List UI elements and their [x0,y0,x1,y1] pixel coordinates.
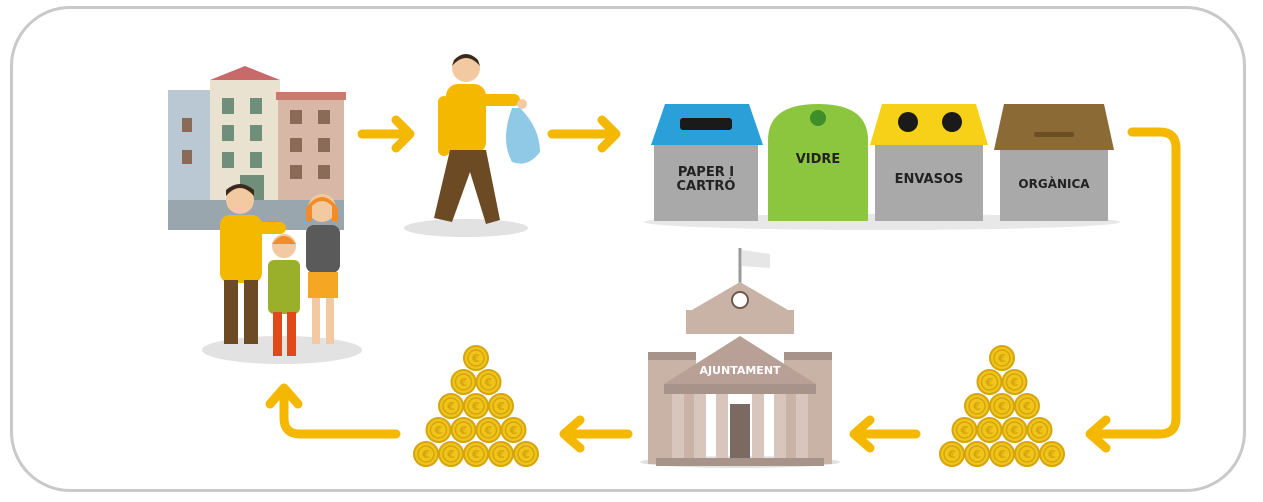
euro-coin-icon: € [1014,441,1040,467]
svg-text:€: € [1022,400,1031,413]
svg-text:€: € [960,424,969,437]
family-illustration [202,184,362,364]
euro-coin-icon: € [989,345,1015,371]
arrow-bins-to-coins [1085,127,1181,453]
svg-text:€: € [484,424,493,437]
euro-coin-icon: € [463,393,489,419]
arrow-coins-to-town-hall [849,415,921,453]
bin-organic: ORGÀNICA [994,104,1114,221]
svg-text:€: € [1010,376,1019,389]
bin-glass: VIDRE [768,104,868,221]
svg-text:€: € [459,424,468,437]
svg-text:€: € [997,352,1006,365]
town-hall-illustration: AJUNTAMENT [640,248,840,468]
arrow-buildings-to-person [357,115,415,153]
euro-coin-icon: € [976,417,1003,443]
svg-text:€: € [972,448,981,461]
arrow-town-hall-to-coins [559,415,633,453]
euro-coin-icon: € [1001,417,1028,443]
svg-text:€: € [947,448,956,461]
bin-paper-cardboard: PAPER I CARTRÓ [651,104,763,221]
euro-coin-icon: € [500,417,527,443]
svg-text:€: € [446,400,455,413]
town-hall-label: AJUNTAMENT [699,364,781,377]
svg-text:€: € [471,352,480,365]
svg-text:€: € [1010,424,1019,437]
euro-coin-icon: € [1026,417,1053,443]
bin-containers: ENVASOS [870,104,988,221]
flow-arrows [265,115,1181,453]
euro-coin-icon: € [976,369,1003,395]
euro-coin-icon: € [964,441,990,467]
svg-text:€: € [434,424,443,437]
euro-coin-icon: € [951,417,978,443]
euro-coin-icon: € [438,441,464,467]
euro-coin-icon: € [488,393,514,419]
bin-paper-label-line2: CARTRÓ [677,178,736,194]
euro-coin-icon: € [513,441,539,467]
svg-text:€: € [997,400,1006,413]
svg-text:€: € [484,376,493,389]
euro-coin-icon: € [463,345,489,371]
arrow-coins-to-family [265,383,401,439]
svg-text:€: € [985,376,994,389]
euro-coin-icon: € [475,417,502,443]
euro-coin-icon: € [1001,369,1028,395]
person-carrying-bag-illustration [404,54,540,237]
euro-coin-icon: € [989,393,1015,419]
svg-text:€: € [421,448,430,461]
euro-coin-icon: € [1014,393,1040,419]
svg-text:€: € [446,448,455,461]
svg-text:€: € [1047,448,1056,461]
svg-text:€: € [471,400,480,413]
euro-coin-icon: € [450,417,477,443]
bin-containers-label: ENVASOS [895,172,964,187]
svg-text:€: € [1035,424,1044,437]
euro-coin-icon: € [438,393,464,419]
svg-text:€: € [471,448,480,461]
svg-text:€: € [459,376,468,389]
svg-text:€: € [972,400,981,413]
euro-coin-icon: € [939,441,965,467]
euro-coin-icon: € [964,393,990,419]
bin-organic-label: ORGÀNICA [1018,176,1090,191]
svg-text:€: € [496,448,505,461]
svg-text:€: € [1022,448,1031,461]
euro-coin-icon: € [463,441,489,467]
svg-text:€: € [997,448,1006,461]
svg-text:€: € [985,424,994,437]
coin-pyramid-right: €€€€€€€€€€€€€€€ [939,345,1065,467]
bin-glass-label: VIDRE [796,152,841,167]
euro-coin-icon: € [475,369,502,395]
bin-paper-label-line1: PAPER I [678,165,734,180]
svg-text:€: € [521,448,530,461]
euro-coin-icon: € [1039,441,1065,467]
svg-text:€: € [509,424,518,437]
euro-coin-icon: € [488,441,514,467]
euro-coin-icon: € [413,441,439,467]
svg-text:€: € [496,400,505,413]
arrow-person-to-bins [547,115,621,153]
euro-coin-icon: € [450,369,477,395]
recycling-bins: PAPER I CARTRÓ VIDRE ENVASOS ORGÀNICA [644,104,1120,230]
euro-coin-icon: € [425,417,452,443]
coin-pyramid-left: €€€€€€€€€€€€€€€ [413,345,539,467]
euro-coin-icon: € [989,441,1015,467]
